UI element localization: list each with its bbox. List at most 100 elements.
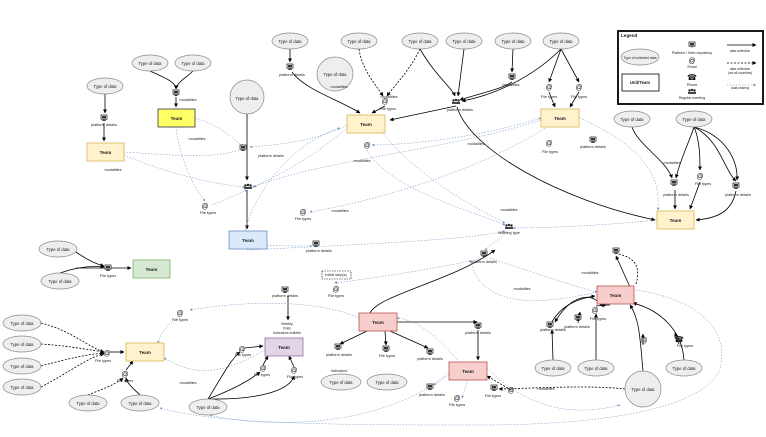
data-type-oval[interactable] [86, 77, 124, 95]
data-type-oval[interactable] [494, 32, 532, 50]
modalities-label: modalities [179, 381, 196, 385]
platform-icon [172, 89, 180, 96]
data-type-circle[interactable] [229, 79, 265, 115]
email-icon: @ [591, 308, 598, 315]
connector [291, 71, 361, 114]
team-box[interactable] [656, 210, 695, 230]
data-type-oval[interactable] [542, 32, 580, 50]
data-type-oval[interactable] [120, 394, 160, 412]
data-type-oval[interactable] [316, 56, 354, 92]
team-label: Team [171, 116, 183, 121]
connector [125, 360, 134, 371]
data-type-oval[interactable] [2, 378, 42, 396]
connector [560, 48, 580, 83]
team-label: Team [670, 218, 682, 223]
connector [40, 352, 105, 388]
data-type-label: Type of data [329, 380, 353, 385]
connector [209, 371, 450, 423]
data-type-oval[interactable] [188, 398, 228, 416]
modalities-label: modalities [581, 271, 598, 275]
data-type-label: Type of data [76, 401, 100, 406]
data-type-oval[interactable] [40, 272, 80, 290]
data-type-oval[interactable] [131, 54, 169, 72]
modalities-label: modalities [500, 208, 517, 212]
data-type-oval[interactable] [675, 110, 713, 128]
caption-label: platform details [419, 393, 445, 397]
data-type-oval[interactable] [445, 32, 483, 50]
connector [288, 355, 295, 368]
team-box[interactable] [264, 337, 304, 357]
connector [548, 48, 562, 83]
caption-label: platform details [564, 325, 590, 329]
data-type-oval[interactable] [68, 394, 108, 412]
data-type-oval[interactable] [2, 357, 42, 375]
connector [498, 386, 626, 391]
data-type-label: Type of data [584, 366, 608, 371]
initial-steps-label: Initial step(s) [325, 273, 347, 277]
data-type-label: Type of data [631, 387, 655, 392]
data-type-label: Type of data [672, 366, 696, 371]
connector [512, 219, 658, 230]
platform-icon [546, 321, 554, 328]
caption-label: platform details [272, 294, 298, 298]
data-type-oval[interactable] [613, 110, 651, 128]
data-type-oval[interactable] [340, 32, 378, 50]
team-box[interactable] [448, 361, 488, 381]
data-type-oval[interactable] [665, 359, 703, 377]
team-box[interactable] [358, 312, 398, 332]
email-icon: @ [238, 347, 245, 354]
legend-title: Legend [621, 33, 638, 38]
team-box[interactable] [540, 108, 580, 128]
team-box[interactable] [125, 342, 165, 362]
legend-oval-label: Type of collected data [624, 56, 657, 60]
team-box[interactable] [346, 114, 386, 134]
data-type-oval[interactable] [2, 335, 42, 353]
platform-icon [490, 384, 498, 391]
caption-label: platform details [306, 249, 332, 253]
data-type-oval[interactable] [534, 359, 572, 377]
caption-label: modalities [502, 83, 519, 87]
email-icon: @ [299, 210, 306, 217]
legend-collection-label: data collection [730, 49, 751, 53]
platform-icon [589, 136, 597, 143]
caption-label: File types [287, 375, 303, 379]
email-icon: @ [575, 85, 582, 92]
team-label: Team [462, 369, 474, 374]
connector [211, 189, 248, 206]
modalities-label: modalities [663, 161, 680, 165]
data-type-circle[interactable] [624, 370, 662, 408]
data-type-label: Type of data [278, 39, 302, 44]
data-type-label: Type of data [501, 39, 525, 44]
team-label: Team [610, 293, 622, 298]
data-type-label: Type of data [10, 364, 34, 369]
data-type-oval[interactable] [174, 54, 212, 72]
legend-platform-label: Platform / Web repository [672, 51, 713, 55]
team-label: Team [278, 345, 290, 350]
data-type-oval[interactable] [577, 359, 615, 377]
team-box[interactable] [596, 285, 635, 305]
data-type-oval[interactable] [271, 32, 309, 50]
legend-oval [620, 48, 660, 66]
data-type-oval[interactable] [401, 32, 439, 50]
data-type-oval[interactable] [320, 373, 362, 391]
modalities-label: modalities [380, 95, 397, 99]
team-box[interactable] [86, 142, 125, 162]
team-box[interactable] [157, 108, 196, 128]
modalities-label: modalities [467, 142, 484, 146]
connector [244, 344, 264, 349]
team-box[interactable] [132, 259, 171, 279]
connector [174, 70, 194, 90]
team-box[interactable] [228, 230, 268, 250]
indicators-label: Indicators [331, 369, 348, 373]
email-icon: @ [121, 372, 128, 379]
data-type-oval[interactable] [2, 314, 42, 332]
connector [339, 330, 368, 345]
connector [486, 375, 512, 391]
platform-icon [312, 240, 320, 247]
connector [249, 124, 348, 149]
caption-label: File types [235, 353, 251, 357]
data-type-oval[interactable] [366, 373, 408, 391]
data-type-oval[interactable] [38, 240, 78, 258]
